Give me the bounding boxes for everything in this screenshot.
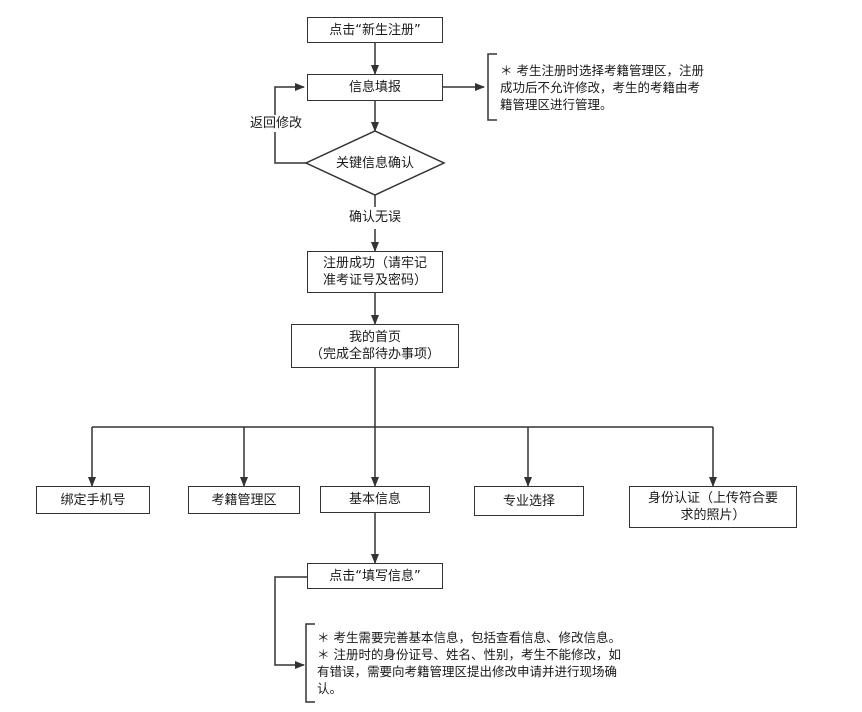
back-modify-label: 返回修改 (236, 115, 316, 132)
registry-note-line-3: 籍管理区进行管理。 (500, 97, 613, 112)
bind-phone-label: 绑定手机号 (60, 492, 126, 508)
id-verify-line-2: 求的照片） (680, 508, 746, 523)
info-note-line-2: ＊ 注册时的身份证号、姓名、性别，考生不能修改，如 (317, 647, 621, 662)
registry-note-bracket (487, 53, 497, 121)
start-label: 点击“新生注册” (329, 22, 421, 38)
home-line-1: 我的首页 (348, 330, 401, 345)
fill-info-box: 信息填报 (307, 74, 443, 101)
confirmed-label: 确认无误 (335, 209, 415, 226)
registry-note-line-2: 成功后不允许修改，考生的考籍由考 (500, 80, 701, 95)
info-note: ＊ 考生需要完善基本信息，包括查看信息、修改信息。 ＊ 注册时的身份证号、姓名、… (317, 629, 621, 697)
success-line-1: 注册成功（请牢记 (322, 256, 427, 271)
click-fill-box: 点击“填写信息” (307, 563, 443, 589)
exam-registry-box: 考籍管理区 (188, 486, 300, 514)
id-verify-line-1: 身份认证（上传符合要 (647, 491, 778, 506)
major-select-label: 专业选择 (502, 493, 555, 509)
home-line-2: （完成全部待办事项） (309, 347, 440, 362)
click-fill-label: 点击“填写信息” (329, 568, 421, 584)
fill-info-label: 信息填报 (348, 80, 401, 95)
info-note-bracket (305, 623, 315, 703)
confirm-label: 关键信息确认 (335, 156, 414, 171)
basic-info-label: 基本信息 (348, 492, 401, 507)
info-note-line-3: 有错误，需要向考籍管理区提出修改申请并进行现场确 (317, 664, 618, 679)
exam-registry-label: 考籍管理区 (211, 492, 277, 508)
home-box: 我的首页 （完成全部待办事项） (291, 324, 459, 368)
major-select-box: 专业选择 (474, 486, 584, 516)
bind-phone-box: 绑定手机号 (36, 486, 150, 514)
confirm-diamond (304, 130, 446, 196)
success-line-2: 准考证号及密码） (322, 273, 427, 288)
info-note-line-1: ＊ 考生需要完善基本信息，包括查看信息、修改信息。 (317, 630, 621, 645)
success-box: 注册成功（请牢记 准考证号及密码） (307, 251, 443, 293)
registry-note: ＊ 考生注册时选择考籍管理区，注册 成功后不允许修改，考生的考籍由考 籍管理区进… (500, 62, 704, 113)
basic-info-box: 基本信息 (320, 486, 430, 513)
arrow-click-to-note (274, 576, 307, 669)
info-note-line-4: 认。 (317, 681, 343, 696)
start-box: 点击“新生注册” (307, 17, 443, 43)
registry-note-line-1: ＊ 考生注册时选择考籍管理区，注册 (500, 63, 704, 78)
id-verify-box: 身份认证（上传符合要 求的照片） (629, 486, 797, 528)
